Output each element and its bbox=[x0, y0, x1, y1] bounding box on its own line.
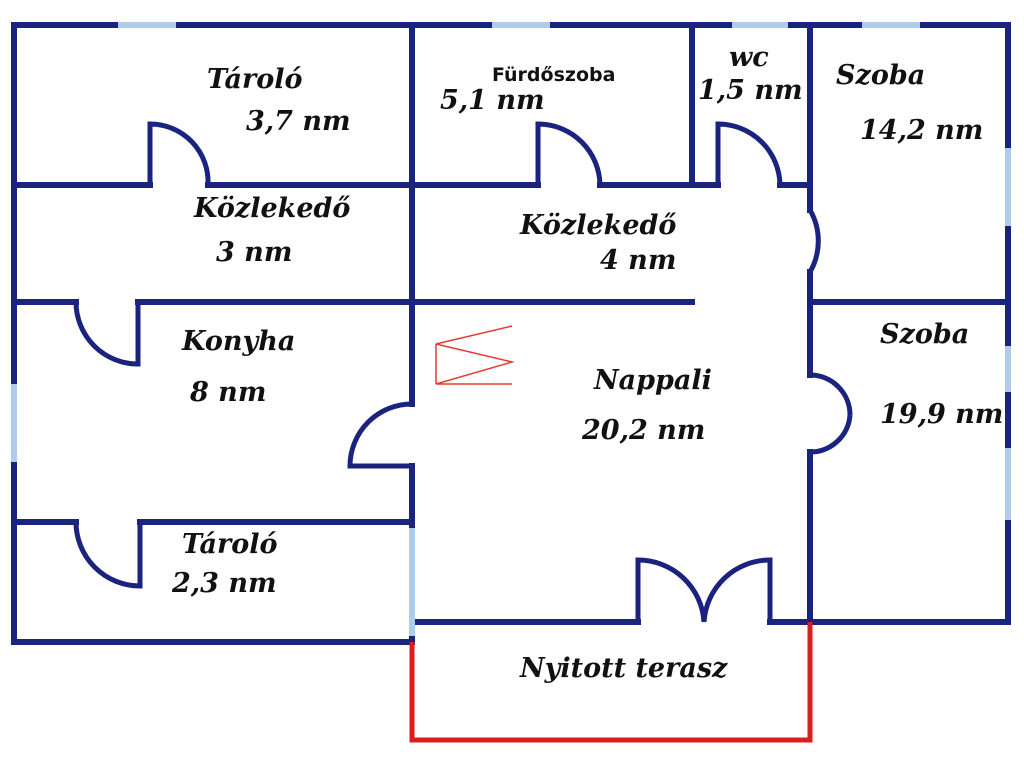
room-name-hall-left: Közlekedő bbox=[193, 193, 350, 224]
terrace-outline bbox=[409, 622, 813, 743]
room-area-hall-left: 3 nm bbox=[216, 237, 292, 268]
room-name-wc: wc bbox=[729, 42, 769, 73]
room-area-room-right: 19,9 nm bbox=[880, 399, 1003, 430]
door-terrace-left bbox=[635, 557, 707, 623]
stairs-icon bbox=[435, 325, 515, 385]
room-name-bathroom: Fürdőszoba bbox=[492, 64, 615, 86]
door-room-right-1 bbox=[809, 372, 853, 416]
room-labels: Tároló 3,7 nm Fürdőszoba 5,1 nm wc 1,5 n… bbox=[171, 42, 1003, 684]
door-kitchen-living bbox=[347, 401, 413, 469]
room-name-hall-middle: Közlekedő bbox=[519, 210, 676, 241]
door-wc bbox=[715, 121, 783, 186]
door-room-right-2 bbox=[809, 414, 853, 455]
room-name-terrace: Nyitott terasz bbox=[519, 653, 728, 684]
door-room-top bbox=[807, 208, 821, 274]
room-name-living: Nappali bbox=[593, 365, 712, 396]
door-bathroom bbox=[535, 121, 603, 186]
room-name-storage-bottom: Tároló bbox=[182, 529, 278, 560]
door-storage-bottom bbox=[73, 521, 143, 589]
room-area-room-top: 14,2 nm bbox=[860, 115, 983, 146]
room-name-kitchen: Konyha bbox=[181, 326, 295, 357]
door-terrace-right bbox=[701, 557, 773, 623]
room-area-storage-bottom: 2,3 nm bbox=[171, 568, 277, 599]
room-area-storage-top: 3,7 nm bbox=[246, 106, 351, 137]
room-area-living: 20,2 nm bbox=[581, 415, 705, 446]
door-storage-top bbox=[147, 121, 211, 186]
walls bbox=[11, 22, 1011, 645]
room-name-storage-top: Tároló bbox=[207, 64, 303, 95]
room-area-wc: 1,5 nm bbox=[698, 75, 803, 106]
room-area-kitchen: 8 nm bbox=[189, 377, 266, 408]
room-area-hall-middle: 4 nm bbox=[600, 245, 676, 276]
room-area-bathroom: 5,1 nm bbox=[440, 85, 545, 116]
room-name-room-right: Szoba bbox=[880, 319, 969, 350]
windows bbox=[11, 22, 1011, 636]
room-name-room-top: Szoba bbox=[836, 60, 925, 91]
doors bbox=[73, 121, 853, 623]
door-kitchen bbox=[73, 301, 141, 367]
